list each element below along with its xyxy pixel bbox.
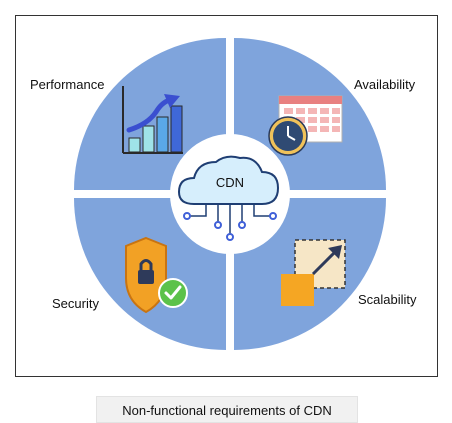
label-availability: Availability: [354, 77, 416, 92]
caption-box: Non-functional requirements of CDN: [96, 396, 358, 423]
resize-scale-icon: [281, 239, 346, 306]
label-security: Security: [52, 296, 99, 311]
diagram-frame: CDN: [15, 15, 438, 377]
calendar-clock-icon: [268, 95, 343, 156]
shield-lock-check-icon: [125, 236, 188, 314]
cloud-network-icon: [177, 155, 280, 241]
caption: Non-functional requirements of CDN: [122, 403, 332, 418]
bar-chart-growth-icon: [122, 86, 183, 154]
center-label: CDN: [216, 175, 244, 190]
nfr-diagram: CDN: [74, 38, 386, 350]
label-scalability: Scalability: [358, 292, 417, 307]
label-performance: Performance: [30, 77, 105, 92]
